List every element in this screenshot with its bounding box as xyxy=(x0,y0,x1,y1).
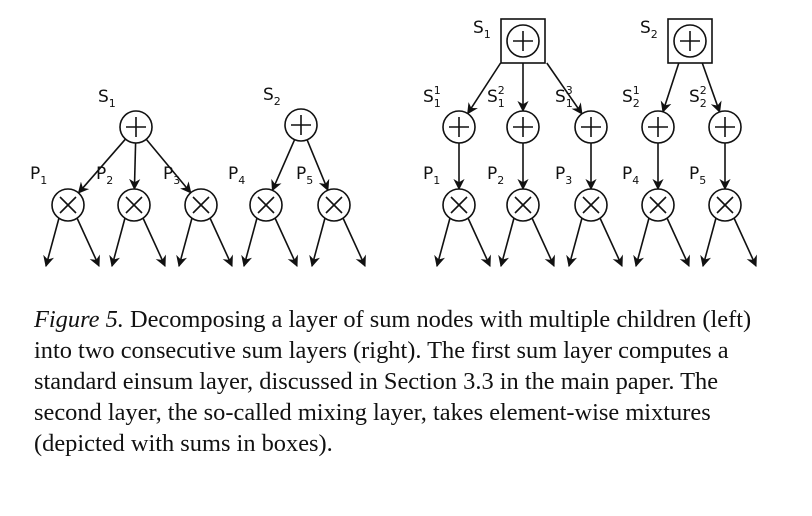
right-product-2-right-edge xyxy=(531,217,555,268)
right-mixing-label-2: S2 xyxy=(640,18,658,41)
right-product-node-2 xyxy=(506,188,540,222)
right-product-4-right-edge xyxy=(666,217,690,268)
right-mixing-2-to-einsum-5-edge xyxy=(701,62,722,113)
left-sum-label-1: S1 xyxy=(98,87,116,110)
right-mixing-1-to-einsum-3-edge xyxy=(546,62,583,115)
right-mixing-label-1: S1 xyxy=(473,18,491,41)
left-product-2-right-edge xyxy=(142,217,166,268)
left-sum-node-2 xyxy=(284,108,318,142)
right-product-label-2: P2 xyxy=(487,164,504,187)
left-sum-2-to-product-5-edge xyxy=(306,139,330,192)
right-product-1-left-edge xyxy=(434,217,451,268)
left-product-1-right-edge xyxy=(76,217,100,268)
right-product-node-1-times-b xyxy=(450,196,468,214)
caption-text: Decomposing a layer of sum nodes with mu… xyxy=(34,306,752,457)
right-product-5-right-edge xyxy=(733,217,757,268)
right-einsum-node-3 xyxy=(574,110,608,144)
left-product-node-4-times-b xyxy=(257,196,275,214)
left-sum-1-to-product-2-edge xyxy=(129,142,141,191)
left-product-2-left-edge xyxy=(109,217,126,268)
right-product-label-4: P4 xyxy=(622,164,639,187)
right-product-node-5-times-b xyxy=(716,196,734,214)
nodes xyxy=(51,18,742,222)
left-product-node-5-times-b xyxy=(325,196,343,214)
left-product-node-3 xyxy=(184,188,218,222)
right-product-node-5 xyxy=(708,188,742,222)
left-product-node-2 xyxy=(117,188,151,222)
right-einsum-node-1 xyxy=(442,110,476,144)
right-product-4-left-edge xyxy=(633,217,650,268)
left-product-3-right-edge xyxy=(209,217,233,268)
left-sum-1-to-product-1-edge xyxy=(77,138,127,194)
right-einsum-node-5 xyxy=(708,110,742,144)
right-einsum-node-2 xyxy=(506,110,540,144)
figure-caption: Figure 5. Decomposing a layer of sum nod… xyxy=(34,304,774,459)
left-product-label-3: P3 xyxy=(163,164,180,187)
caption-label: Figure 5. xyxy=(34,306,124,333)
left-product-label-1: P1 xyxy=(30,164,47,187)
right-product-3-left-edge xyxy=(566,217,583,268)
right-product-3-right-edge xyxy=(599,217,623,268)
right-product-node-3 xyxy=(574,188,608,222)
left-product-4-right-edge xyxy=(274,217,298,268)
left-product-3-left-edge xyxy=(176,217,193,268)
left-product-label-4: P4 xyxy=(228,164,245,187)
edges xyxy=(43,62,757,268)
right-einsum-node-4 xyxy=(641,110,675,144)
right-mixing-node-1 xyxy=(500,18,546,64)
left-product-node-5 xyxy=(317,188,351,222)
left-sum-label-2: S2 xyxy=(263,85,281,108)
left-product-node-4 xyxy=(249,188,283,222)
left-product-node-3-times-b xyxy=(192,196,210,214)
left-sum-node-1 xyxy=(119,110,153,144)
left-product-label-5: P5 xyxy=(296,164,313,187)
right-product-node-4-times-b xyxy=(649,196,667,214)
left-product-5-right-edge xyxy=(342,217,366,268)
right-product-node-1 xyxy=(442,188,476,222)
left-sum-1-to-product-3-edge xyxy=(145,138,192,194)
left-product-4-left-edge xyxy=(241,217,258,268)
left-product-node-2-times-b xyxy=(125,196,143,214)
right-product-node-3-times-b xyxy=(582,196,600,214)
left-sum-2-to-product-4-edge xyxy=(271,139,296,192)
right-product-label-3: P3 xyxy=(555,164,572,187)
left-product-label-2: P2 xyxy=(96,164,113,187)
right-mixing-1-to-einsum-1-edge xyxy=(467,62,502,115)
left-product-node-1-times-b xyxy=(59,196,77,214)
right-product-1-right-edge xyxy=(467,217,491,268)
right-mixing-node-2 xyxy=(667,18,713,64)
right-product-5-left-edge xyxy=(700,217,717,268)
right-mixing-2-to-einsum-4-edge xyxy=(660,62,680,113)
left-product-node-1 xyxy=(51,188,85,222)
right-product-label-1: P1 xyxy=(423,164,440,187)
right-product-2-left-edge xyxy=(498,217,515,268)
left-product-1-left-edge xyxy=(43,217,60,268)
right-product-label-5: P5 xyxy=(689,164,706,187)
right-product-node-2-times-b xyxy=(514,196,532,214)
left-product-5-left-edge xyxy=(309,217,326,268)
right-product-node-4 xyxy=(641,188,675,222)
